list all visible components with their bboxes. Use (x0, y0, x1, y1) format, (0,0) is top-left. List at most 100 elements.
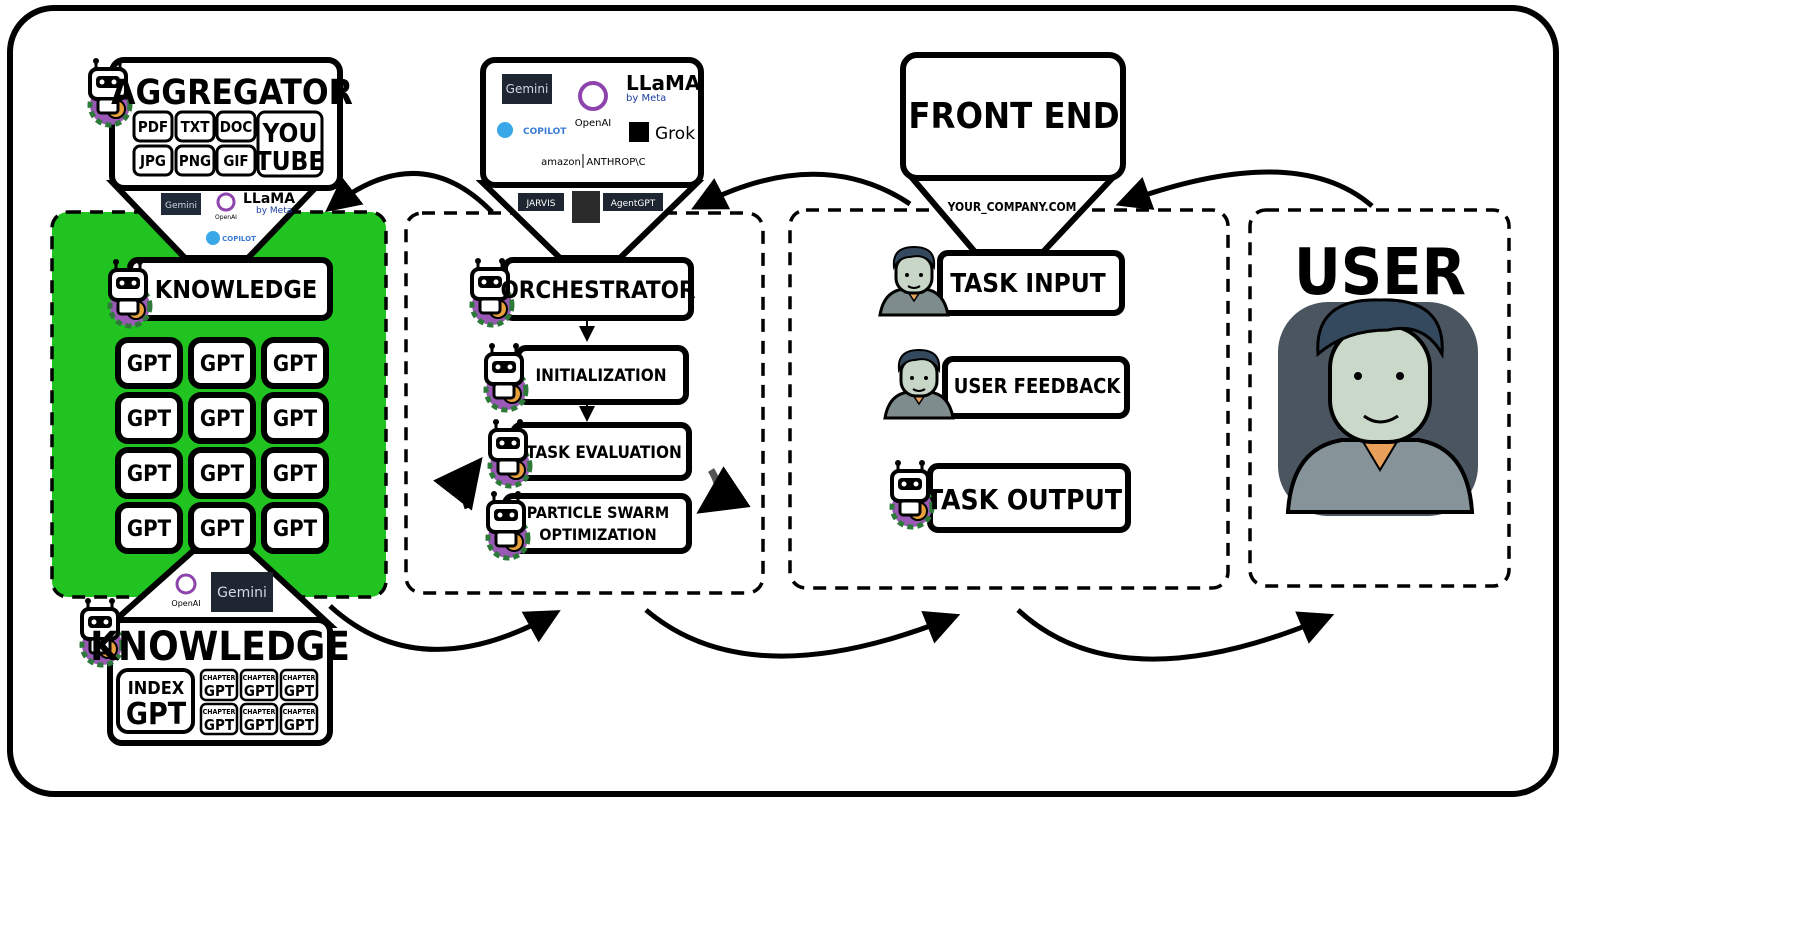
front-end-title: FRONT END (908, 96, 1119, 137)
arrow-user-to-frontend (1115, 169, 1374, 210)
meta-logo-text: by Meta (256, 206, 292, 216)
aggregator-funnel: AGGREGATOR PDF TXT DOC JPG PNG GIF YOU T… (90, 58, 353, 261)
youtube-line2: TUBE (256, 147, 325, 177)
outer-frame (7, 5, 1559, 797)
index-gpt-badge (116, 668, 195, 734)
company-url: YOUR_COMPANY.COM (947, 200, 1077, 215)
gpt-label: GPT (200, 462, 245, 487)
gemini-logo-text: Gemini (506, 82, 549, 96)
gpt-label: GPT (200, 407, 245, 432)
svg-text:GPT: GPT (204, 682, 235, 700)
svg-text:CHAPTER: CHAPTER (243, 674, 276, 682)
user-feedback-label: USER FEEDBACK (954, 374, 1122, 398)
svg-text:CHAPTER: CHAPTER (283, 708, 316, 716)
openai-logo-icon (216, 192, 236, 212)
gpt-cell (188, 392, 256, 444)
chapter-gpt-grid: CHAPTER CHAPTER CHAPTER CHAPTER CHAPTER … (199, 668, 319, 736)
svg-text:CHAPTER: CHAPTER (283, 674, 316, 682)
svg-text:GPT: GPT (244, 682, 275, 700)
pso-line1: PARTICLE SWARM (527, 503, 669, 522)
gemini-logo-text: Gemini (217, 585, 267, 601)
meta-logo-text: by Meta (626, 93, 666, 104)
gpt-label: GPT (273, 407, 318, 432)
copilot-logo-text: COPILOT (523, 127, 567, 137)
openai-logo-text: OpenAI (215, 214, 237, 221)
format-png: PNG (179, 152, 211, 170)
pso-line2: OPTIMIZATION (539, 525, 656, 544)
task-input-label: TASK INPUT (950, 269, 1106, 299)
svg-text:GPT: GPT (284, 716, 315, 734)
user-title: USER (1294, 236, 1466, 310)
llama-logo-text: LLaMA (626, 71, 701, 95)
arrow-frontend-to-user (1016, 608, 1335, 662)
knowledge-header-title: KNOWLEDGE (155, 275, 317, 304)
svg-text:CHAPTER: CHAPTER (243, 708, 276, 716)
front-end-funnel: FRONT END YOUR_COMPANY.COM (900, 52, 1126, 255)
arrow-knowledge-to-orchestrator (328, 604, 561, 652)
jarvis-logo-text: JARVIS (526, 199, 556, 209)
gpt-cell (261, 447, 329, 499)
gpt-cell (188, 337, 256, 389)
orchestrator-title: ORCHESTRATOR (500, 276, 695, 304)
front-end-box (900, 52, 1126, 181)
format-doc: DOC (220, 118, 253, 136)
svg-text:GPT: GPT (284, 682, 315, 700)
gpt-label: GPT (127, 407, 172, 432)
openai-logo-icon (578, 81, 608, 111)
gpt-label: GPT (273, 462, 318, 487)
index-gpt-label: GPT (126, 697, 187, 732)
jarvis-logo (518, 193, 564, 211)
arrow-orchestrator-to-aggregator (325, 171, 494, 214)
user-panel (1248, 208, 1511, 588)
format-pdf: PDF (138, 118, 168, 136)
gpt-cell (115, 502, 183, 554)
gpt-label: GPT (127, 517, 172, 542)
amazon-logo-text: amazon (541, 157, 581, 168)
gpt-label: GPT (127, 352, 172, 377)
agentgpt-logo-text: AgentGPT (611, 199, 656, 209)
svg-text:CHAPTER: CHAPTER (203, 708, 236, 716)
svg-text:GPT: GPT (244, 716, 275, 734)
aggregator-title: AGGREGATOR (111, 73, 353, 113)
gpt-cell (261, 337, 329, 389)
gpt-cell (115, 392, 183, 444)
openai-logo-text: OpenAI (171, 599, 200, 608)
gpt-cell (261, 502, 329, 554)
aggregator-formats: PDF TXT DOC JPG PNG GIF (132, 110, 257, 177)
user-feedback-box (942, 356, 1130, 419)
format-txt: TXT (181, 118, 211, 136)
openai-logo-icon (175, 573, 197, 595)
arrow-frontend-to-orchestrator (691, 171, 912, 210)
gpt-cell (188, 447, 256, 499)
grok-logo-icon (629, 122, 649, 142)
portrait-logo (572, 191, 600, 223)
knowledge-index-title: KNOWLEDGE (90, 624, 350, 670)
user-avatar-icon (1278, 298, 1478, 516)
gpt-cell (261, 392, 329, 444)
gpt-grid: GPT GPT GPT GPT GPT GPT GPT GPT GPT GPT … (115, 337, 329, 554)
initialization-label: INITIALIZATION (535, 366, 666, 386)
agentgpt-logo (603, 193, 663, 211)
gemini-logo (502, 74, 552, 104)
gemini-logo-text: Gemini (165, 201, 197, 211)
task-input-box (937, 250, 1125, 316)
task-output-label: TASK OUTPUT (926, 483, 1123, 516)
gpt-cell (115, 337, 183, 389)
knowledge-index-funnel: OpenAI Gemini KNOWLEDGE INDEX GPT CHAPTE… (82, 548, 350, 746)
gpt-label: GPT (127, 462, 172, 487)
gpt-label: GPT (273, 352, 318, 377)
gpt-cell (115, 447, 183, 499)
loop-up-arrow-icon (433, 456, 483, 511)
copilot-logo-icon (206, 231, 220, 245)
format-jpg: JPG (139, 152, 166, 170)
svg-text:CHAPTER: CHAPTER (203, 674, 236, 682)
orchestrator-funnel: Gemini OpenAI LLaMA by Meta COPILOT Grok… (475, 57, 705, 261)
index-label: INDEX (128, 678, 185, 699)
loop-down-arrow-icon (696, 466, 751, 514)
openai-logo-text: OpenAI (575, 118, 612, 129)
copilot-logo-text: COPILOT (222, 235, 256, 243)
anthropic-logo-text: ANTHROP\C (586, 157, 645, 168)
gemini-logo (161, 193, 201, 215)
copilot-logo-icon (497, 122, 513, 138)
